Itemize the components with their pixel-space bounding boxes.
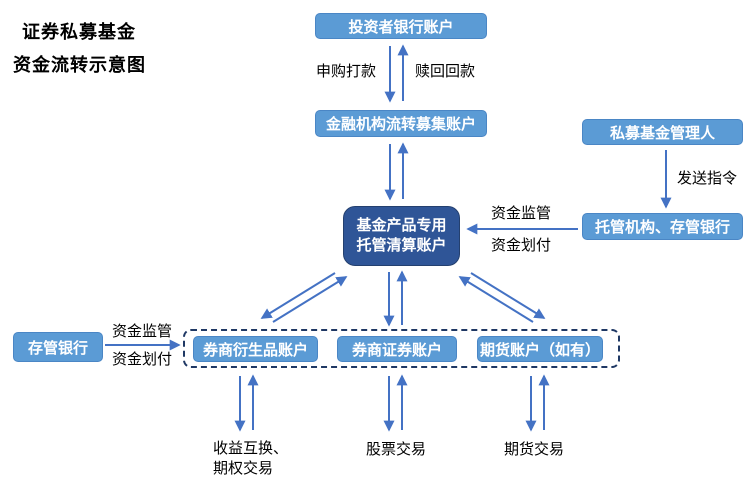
arrow-derivatives-to-clearing (272, 276, 348, 323)
clearing-account-line2: 托管清算账户 (356, 237, 447, 254)
label-fund-transfer-left: 资金划付 (112, 351, 173, 368)
node-futures-account: 期货账户（如有） (477, 336, 603, 362)
node-fundraising-account: 金融机构流转募集账户 (315, 110, 487, 137)
node-investor-bank-account: 投资者银行账户 (315, 13, 487, 39)
label-swap-line1: 收益互换、 (213, 440, 289, 457)
label-redeem-payment: 赎回回款 (415, 63, 476, 80)
diagram-title-line2: 资金流转示意图 (13, 55, 146, 75)
diagram-title-line1: 证券私募基金 (22, 22, 136, 42)
label-fund-supervision-right: 资金监管 (491, 205, 552, 222)
node-clearing-account: 基金产品专用 托管清算账户 (343, 206, 460, 266)
label-send-order: 发送指令 (677, 170, 738, 187)
node-custodian-bank: 托管机构、存管银行 (582, 213, 743, 240)
label-swap-line2: 期权交易 (213, 460, 274, 477)
broker-accounts-group (183, 329, 620, 368)
arrow-clearing-to-derivatives (260, 272, 336, 319)
node-securities-account: 券商证券账户 (337, 336, 457, 362)
node-depository-bank: 存管银行 (13, 332, 103, 362)
label-swap-option-trading: 收益互换、 期权交易 (213, 439, 288, 479)
clearing-account-line1: 基金产品专用 (356, 217, 447, 234)
label-fund-transfer-right: 资金划付 (491, 237, 552, 254)
node-fund-manager: 私募基金管理人 (582, 119, 743, 145)
label-futures-trading: 期货交易 (504, 441, 565, 458)
arrow-clearing-to-futures (470, 272, 546, 319)
arrow-futures-to-clearing (458, 276, 534, 323)
label-subscribe-payment: 申购打款 (316, 63, 377, 80)
node-derivatives-account: 券商衍生品账户 (193, 336, 318, 362)
label-stock-trading: 股票交易 (366, 441, 427, 458)
label-fund-supervision-left: 资金监管 (112, 323, 173, 340)
